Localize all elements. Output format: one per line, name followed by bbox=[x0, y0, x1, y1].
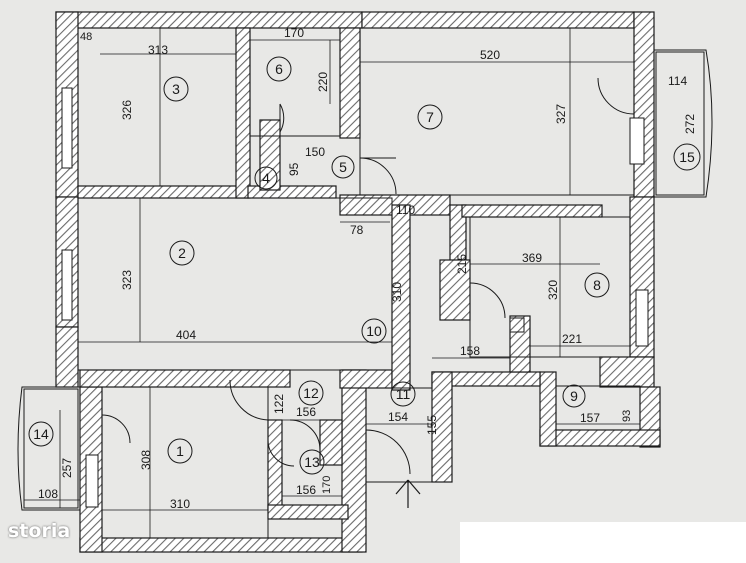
dimension-label: 158 bbox=[460, 344, 480, 358]
balcony-14-rail bbox=[23, 388, 79, 509]
dimension-label: 326 bbox=[120, 100, 134, 120]
room-numbers: 1 2 3 4 5 6 7 8 9 10 11 12 13 14 15 bbox=[33, 61, 695, 470]
shaft-square bbox=[509, 317, 525, 333]
room-number: 6 bbox=[275, 61, 283, 77]
room-number: 9 bbox=[570, 388, 578, 404]
dimension-label: 313 bbox=[148, 43, 168, 57]
dimension-label: 220 bbox=[316, 72, 330, 92]
dimension-label: 310 bbox=[390, 282, 404, 302]
interior-walls bbox=[77, 27, 603, 520]
dimension-label: 323 bbox=[120, 270, 134, 290]
room-number: 14 bbox=[33, 426, 49, 442]
room-number: 2 bbox=[178, 245, 186, 261]
room-number: 5 bbox=[339, 159, 347, 175]
room-number: 7 bbox=[426, 109, 434, 125]
entrance-arrow-icon bbox=[395, 479, 421, 508]
dimension-label: 154 bbox=[388, 410, 408, 424]
dimension-label: 215 bbox=[455, 254, 469, 274]
dimension-label: 221 bbox=[562, 332, 582, 346]
dimension-label: 155 bbox=[425, 415, 439, 435]
balcony-15-rail bbox=[655, 51, 705, 196]
dimension-labels: 48 313 326 170 220 520 114 327 272 95 15… bbox=[38, 26, 697, 511]
dimension-label: 114 bbox=[668, 74, 687, 88]
door-swings bbox=[101, 77, 635, 475]
dimension-label: 122 bbox=[272, 394, 286, 414]
dimension-label: 369 bbox=[522, 251, 542, 265]
dimension-label: 95 bbox=[287, 162, 301, 176]
room-number: 15 bbox=[679, 149, 695, 165]
dimension-label: 78 bbox=[350, 223, 364, 237]
dimension-label: 320 bbox=[546, 280, 560, 300]
dimension-label: 308 bbox=[139, 450, 153, 470]
room-number: 13 bbox=[304, 454, 320, 470]
dimension-label: 257 bbox=[60, 458, 74, 478]
room-number: 4 bbox=[262, 170, 270, 186]
dimension-lines bbox=[24, 28, 640, 538]
dimension-label: 150 bbox=[305, 145, 325, 159]
room-number: 8 bbox=[593, 277, 601, 293]
dimension-label: 170 bbox=[284, 26, 304, 40]
room-outlines bbox=[17, 27, 713, 539]
white-panel bbox=[460, 522, 746, 563]
dimension-label: 157 bbox=[580, 411, 600, 425]
dimension-label: 93 bbox=[621, 410, 633, 422]
dimension-label: 48 bbox=[80, 31, 92, 43]
dimension-label: 156 bbox=[296, 483, 316, 497]
room-number: 12 bbox=[303, 385, 319, 401]
dimension-label: 404 bbox=[176, 328, 196, 342]
dimension-label: 110 bbox=[396, 203, 415, 217]
dimension-label: 520 bbox=[480, 48, 500, 62]
dimension-label: 327 bbox=[554, 104, 568, 124]
room-number: 1 bbox=[176, 443, 184, 459]
watermark-logo: storia bbox=[8, 520, 71, 542]
dimension-label: 170 bbox=[321, 476, 333, 494]
windows bbox=[61, 87, 649, 508]
dimension-label: 272 bbox=[683, 114, 697, 134]
room-circles bbox=[28, 56, 701, 475]
room-number: 10 bbox=[366, 323, 382, 339]
room-number: 3 bbox=[172, 81, 180, 97]
dimension-label: 310 bbox=[170, 497, 190, 511]
dimension-label: 108 bbox=[38, 487, 58, 501]
dimension-label: 156 bbox=[296, 405, 316, 419]
room-number: 11 bbox=[396, 386, 411, 402]
